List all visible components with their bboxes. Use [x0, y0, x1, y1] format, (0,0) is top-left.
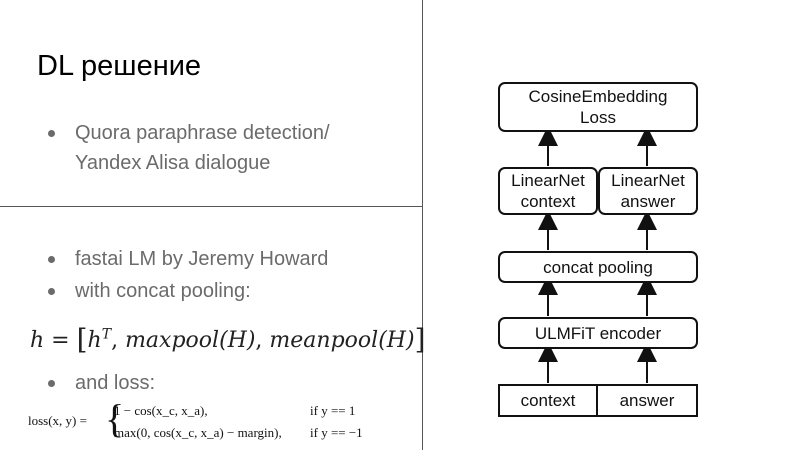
loss-lhs: loss(x, y) =	[28, 413, 87, 428]
linearnet-context-line1: LinearNet	[511, 171, 585, 190]
diagram-arrows	[538, 126, 657, 383]
bullet-dot-icon	[48, 380, 55, 387]
linearnet-context-box: LinearNet context	[498, 167, 598, 215]
bullet-text: with concat pooling:	[75, 280, 251, 302]
formula-transpose-sup: T	[101, 326, 112, 343]
loss-box-line2: Loss	[580, 108, 616, 127]
architecture-diagram: CosineEmbedding Loss LinearNet context L…	[480, 70, 720, 430]
loss-box-line1: CosineEmbedding	[528, 87, 668, 106]
formula-h-transpose: h	[87, 328, 102, 353]
linearnet-answer-line2: answer	[620, 192, 676, 211]
concat-pooling-box: concat pooling	[498, 251, 698, 283]
formula-arg: (H)	[219, 328, 256, 353]
formula-comma: ,	[111, 328, 126, 353]
formula-open-bracket: [	[76, 323, 88, 356]
formula-maxpool: maxpool	[125, 328, 220, 353]
bullet-quora: Quora paraphrase detection/ Yandex Alisa…	[48, 118, 330, 178]
vertical-divider	[422, 0, 423, 450]
formula-comma: ,	[255, 328, 270, 353]
bullet-text-line1: Quora paraphrase detection/	[75, 122, 330, 144]
linearnet-answer-box: LinearNet answer	[598, 167, 698, 215]
loss-case-negative: max(0, cos(x_c, x_a) − margin),	[114, 425, 282, 440]
loss-brace: {	[105, 396, 125, 441]
bullet-loss: and loss:	[48, 368, 156, 398]
loss-formula: loss(x, y) = { 1 − cos(x_c, x_a), max(0,…	[28, 397, 388, 445]
formula-h-symbol: h	[30, 328, 45, 353]
slide-title: DL решение	[37, 50, 202, 82]
input-answer-label: answer	[619, 391, 675, 410]
bullet-dot-icon	[48, 288, 55, 295]
pooling-formula: h = [hT, maxpool(H), meanpool(H)]	[30, 323, 426, 356]
encoder-label: ULMFiT encoder	[534, 323, 662, 343]
encoder-box: ULMFiT encoder	[498, 317, 698, 349]
linearnet-answer-line1: LinearNet	[611, 171, 685, 190]
bullet-dot-icon	[48, 256, 55, 263]
formula-equals: =	[51, 328, 70, 353]
loss-case-positive: 1 − cos(x_c, x_a),	[114, 403, 208, 418]
linearnet-context-line2: context	[520, 192, 576, 211]
formula-close-bracket: ]	[414, 323, 426, 356]
concat-pooling-label: concat pooling	[543, 257, 653, 277]
bullet-text: and loss:	[75, 372, 156, 394]
bullet-text: fastai LM by Jeremy Howard	[75, 248, 329, 270]
loss-condition-negative: if y == −1	[310, 425, 363, 440]
bullet-dot-icon	[48, 130, 55, 137]
input-context-box: context	[498, 384, 598, 417]
loss-box: CosineEmbedding Loss	[498, 82, 698, 132]
formula-meanpool: meanpool	[269, 328, 379, 353]
formula-arg: (H)	[378, 328, 415, 353]
bullet-text-line2: Yandex Alisa dialogue	[75, 152, 271, 174]
loss-condition-positive: if y == 1	[310, 403, 356, 418]
input-answer-box: answer	[596, 384, 698, 417]
bullet-list: Quora paraphrase detection/ Yandex Alisa…	[48, 118, 330, 398]
horizontal-divider	[0, 206, 422, 207]
bullet-fastai: fastai LM by Jeremy Howard	[48, 244, 329, 274]
input-context-label: context	[520, 391, 576, 410]
bullet-concat: with concat pooling:	[48, 276, 251, 306]
